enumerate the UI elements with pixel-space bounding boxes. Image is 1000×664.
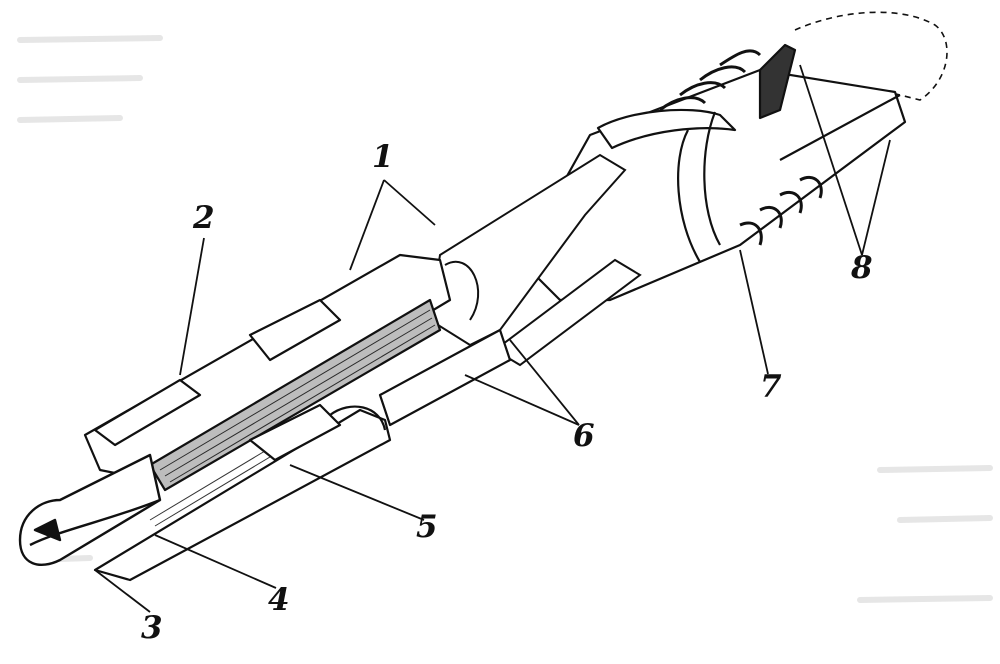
callout-8: 8 xyxy=(851,250,873,286)
page-bleed-through xyxy=(17,35,993,603)
leader-lines xyxy=(94,64,891,613)
callout-6: 6 xyxy=(573,418,595,454)
helical-spring xyxy=(659,49,823,246)
cable-dashed-outline xyxy=(794,11,948,101)
callout-4: 4 xyxy=(268,582,290,618)
callout-5: 5 xyxy=(416,509,438,545)
callout-1: 1 xyxy=(372,139,394,175)
callout-7: 7 xyxy=(760,369,782,405)
callout-2: 2 xyxy=(193,200,215,236)
pin-tip xyxy=(18,453,162,567)
callout-3: 3 xyxy=(141,610,163,646)
lower-contact-sleeve xyxy=(93,328,512,582)
